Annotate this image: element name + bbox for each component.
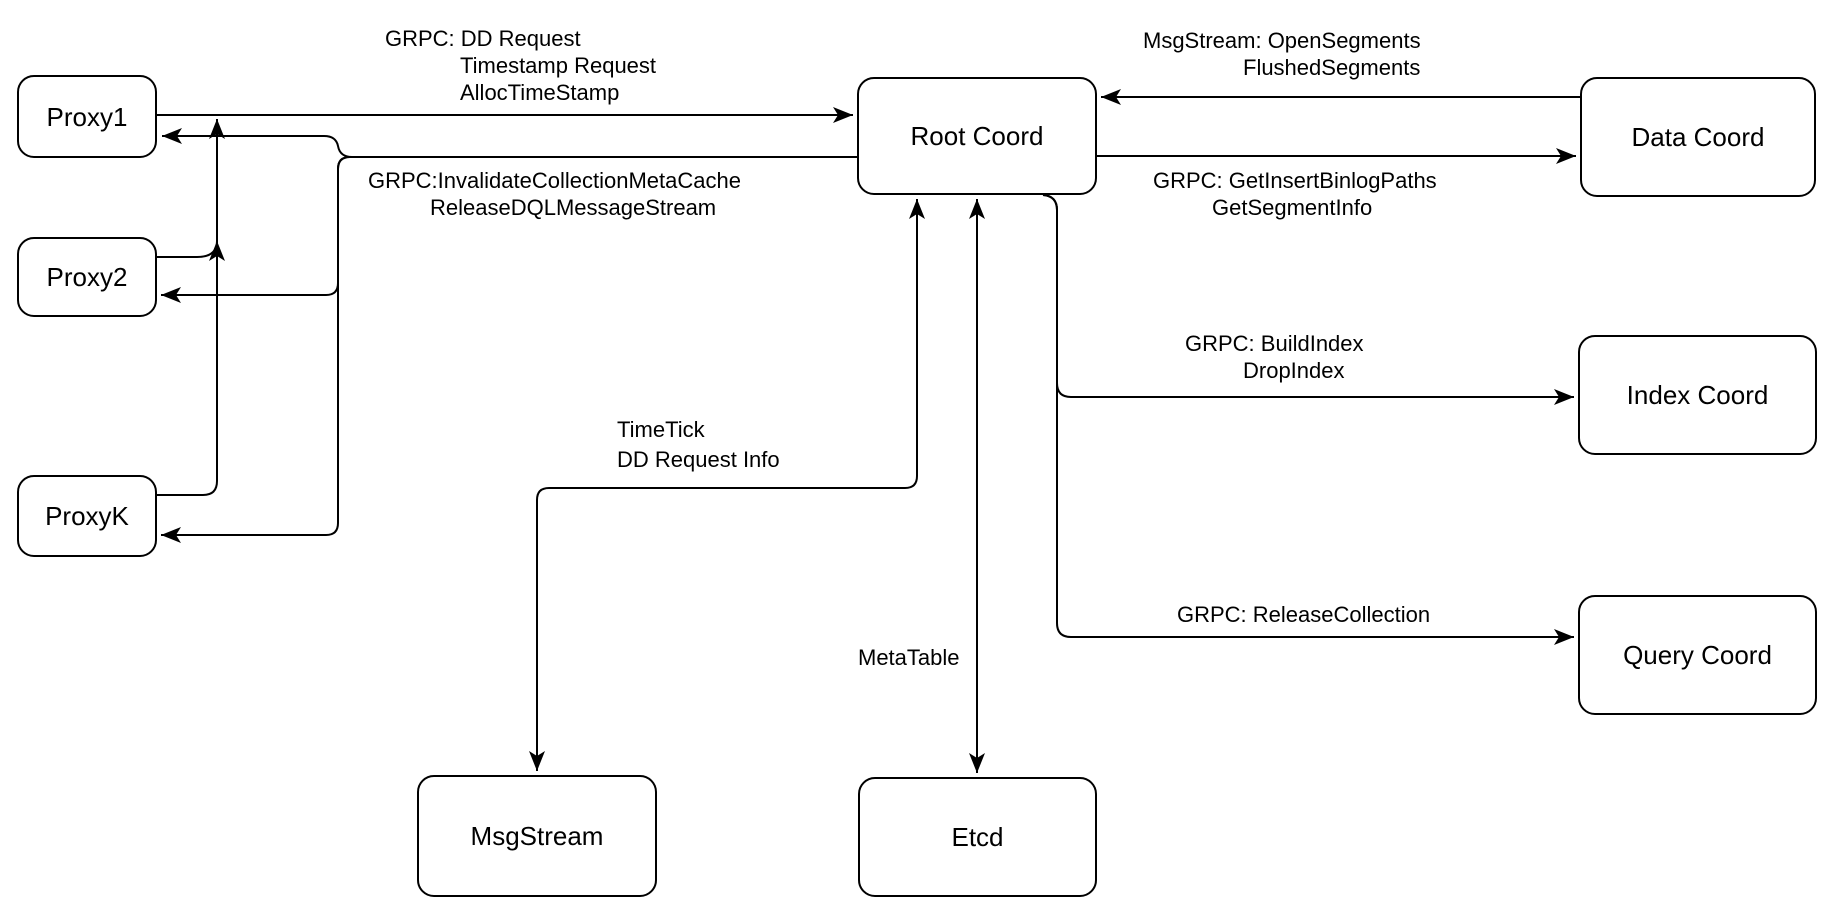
node-proxyk-label: ProxyK: [45, 501, 129, 531]
edge-label-root-to-query-line1: GRPC: ReleaseCollection: [1177, 602, 1431, 627]
node-etcd-label: Etcd: [951, 822, 1004, 852]
node-root-coord: Root Coord: [857, 77, 1097, 195]
node-index-coord-label: Index Coord: [1626, 380, 1769, 410]
edge-label-proxy-to-root-line2: Timestamp Request: [460, 53, 657, 78]
node-proxy1-label: Proxy1: [46, 101, 128, 132]
node-index-coord: Index Coord: [1578, 335, 1817, 455]
edge-label-root-to-data-line1: GRPC: GetInsertBinlogPaths: [1153, 168, 1437, 193]
edge-label-root-to-msgstream-line1: TimeTick: [617, 417, 705, 442]
node-msgstream-label: MsgStream: [470, 821, 604, 851]
node-data-coord: Data Coord: [1580, 77, 1816, 197]
node-root-coord-label: Root Coord: [910, 121, 1044, 151]
edge-proxyk-merge-up: [157, 119, 225, 496]
node-proxy2: Proxy2: [17, 237, 157, 317]
edge-label-root-to-index-line2: DropIndex: [1243, 358, 1345, 383]
edge-label-proxy-to-root-line1: GRPC: DD Request: [385, 26, 581, 51]
edge-label-data-to-root-line1: MsgStream: OpenSegments: [1143, 28, 1421, 53]
node-msgstream: MsgStream: [417, 775, 657, 897]
node-etcd: Etcd: [858, 777, 1097, 897]
edge-rootcoord-to-proxyk: [161, 156, 857, 543]
edge-label-root-to-msgstream-line2: DD Request Info: [617, 447, 780, 472]
edge-label-root-to-etcd-line1: MetaTable: [858, 645, 960, 670]
edge-label-data-to-root-line2: FlushedSegments: [1243, 55, 1421, 80]
node-query-coord-label: Query Coord: [1623, 640, 1772, 670]
edge-rootcoord-msgstream: [529, 199, 925, 771]
edge-label-root-to-index-line1: GRPC: BuildIndex: [1185, 331, 1364, 356]
edge-label-root-to-data-line2: GetSegmentInfo: [1212, 195, 1373, 220]
edge-proxy2-merge-up: [157, 240, 225, 262]
edge-label-proxy-to-root-line3: AllocTimeStamp: [460, 80, 620, 105]
node-data-coord-label: Data Coord: [1631, 122, 1765, 152]
node-proxy2-label: Proxy2: [46, 262, 128, 292]
edge-label-root-to-proxy-line1: GRPC:InvalidateCollectionMetaCache: [368, 168, 741, 193]
node-query-coord: Query Coord: [1578, 595, 1817, 715]
edge-rootcoord-to-querycoord: [1042, 194, 1574, 645]
edge-label-root-to-proxy-line2: ReleaseDQLMessageStream: [430, 195, 717, 220]
node-proxyk: ProxyK: [17, 475, 157, 557]
node-proxy1: Proxy1: [17, 75, 157, 158]
edge-rootcoord-to-proxy1: [162, 128, 857, 158]
